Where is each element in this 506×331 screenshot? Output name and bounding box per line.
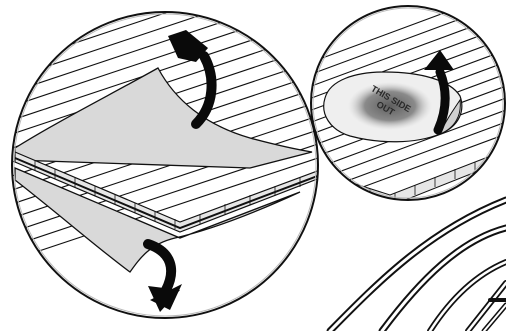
detail-circle-label: THIS SIDE OUT	[290, 0, 506, 214]
detail-circle-film	[0, 0, 330, 318]
greenhouse-frame	[330, 200, 506, 331]
